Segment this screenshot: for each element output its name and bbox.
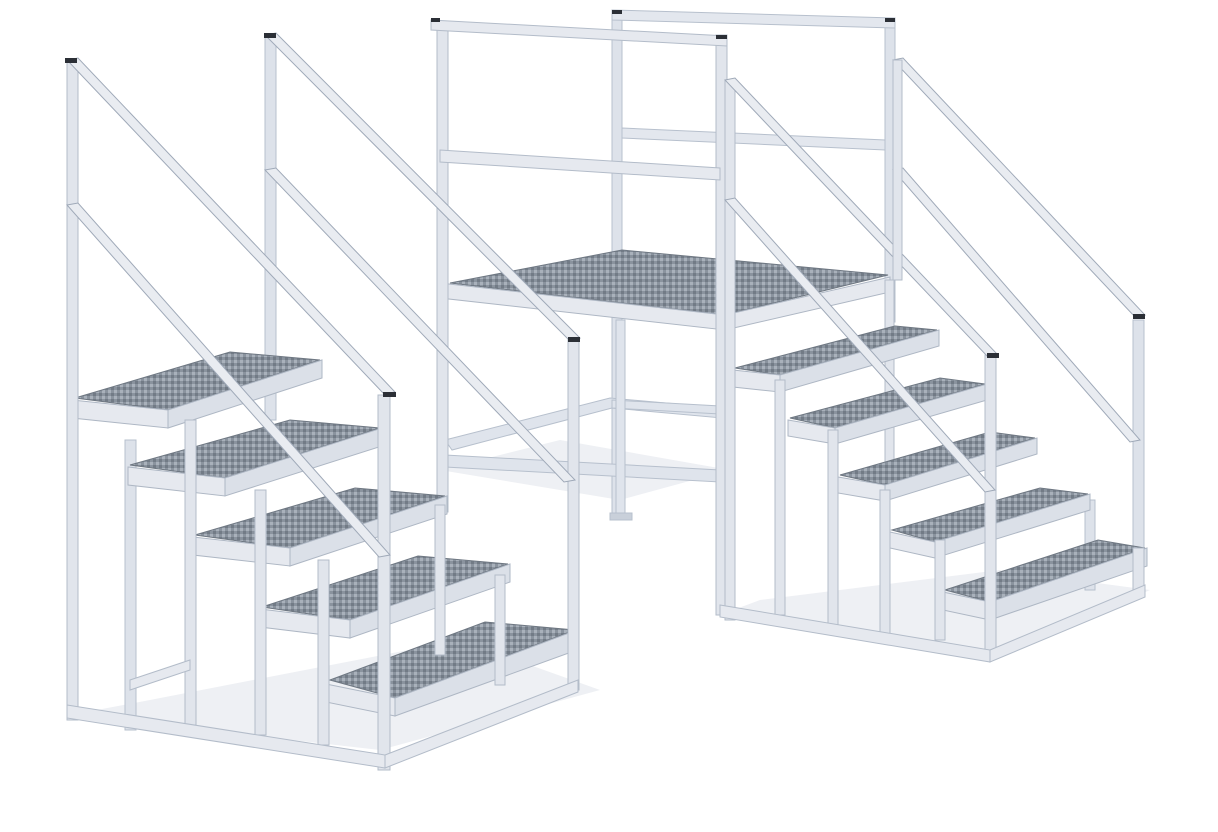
left-stair: [65, 32, 582, 771]
right-stair: [719, 57, 1148, 663]
central-platform: [430, 9, 896, 616]
